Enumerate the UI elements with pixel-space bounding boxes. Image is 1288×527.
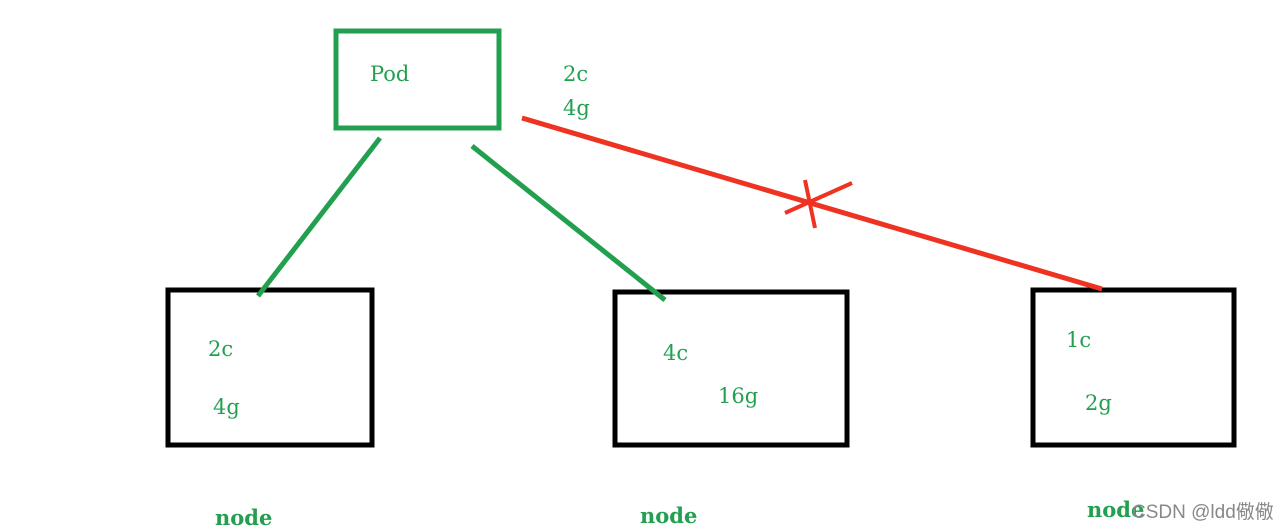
- link-pod-node3-rejected: [521, 115, 1103, 292]
- node2-mem: 16g: [718, 384, 759, 408]
- watermark: CSDN @ldd儆儆: [1132, 502, 1274, 523]
- link-pod-node1: [256, 136, 382, 298]
- node3-mem: 2g: [1085, 391, 1112, 415]
- pod-box: [333, 28, 502, 131]
- link-pod-node2: [470, 144, 667, 302]
- node-box-1: [165, 287, 375, 448]
- pod-mem: 4g: [563, 96, 590, 120]
- cross-mark: [803, 179, 817, 229]
- node1-cpu: 2c: [208, 337, 234, 361]
- node-box-2: [612, 289, 850, 448]
- node3-cpu: 1c: [1066, 328, 1092, 352]
- node1-label: node: [215, 505, 273, 527]
- node2-cpu: 4c: [663, 341, 689, 365]
- node2-label: node: [640, 503, 698, 527]
- node1-mem: 4g: [213, 395, 240, 419]
- node-box-3: [1030, 287, 1237, 448]
- pod-label: Pod: [370, 62, 410, 86]
- node3-label: node: [1087, 497, 1145, 522]
- pod-cpu: 2c: [563, 62, 589, 86]
- cross-mark: [784, 181, 853, 215]
